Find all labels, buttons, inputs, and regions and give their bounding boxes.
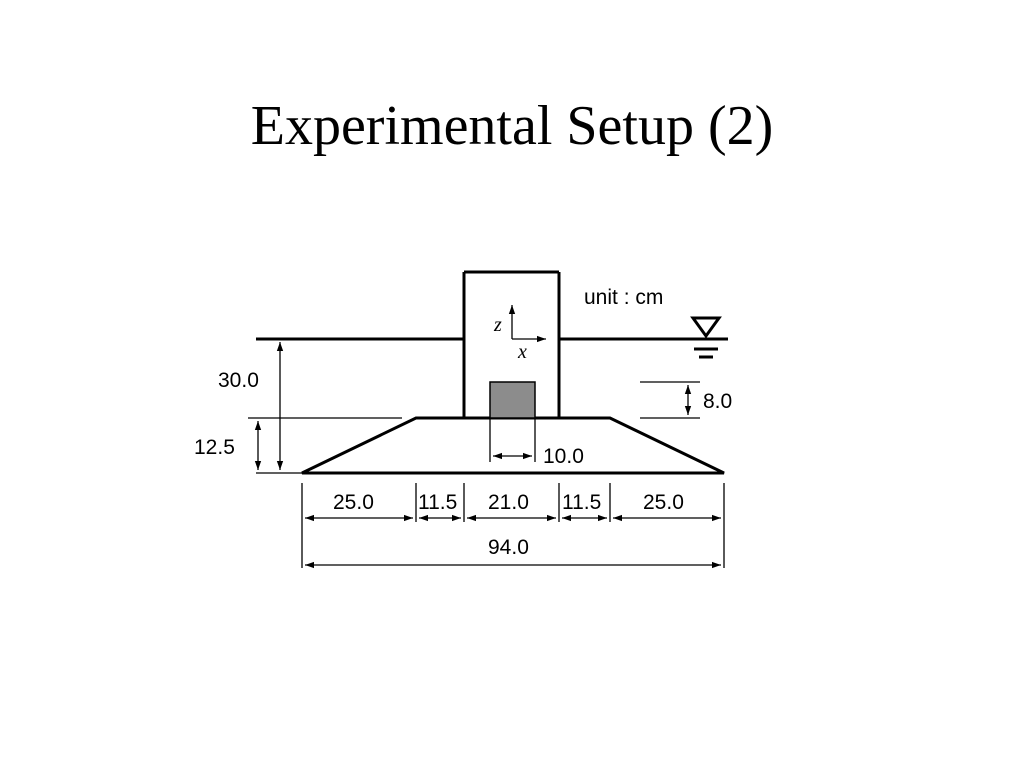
coordinate-axes: z x xyxy=(493,305,546,363)
trapezoid-base xyxy=(301,416,725,475)
svg-text:94.0: 94.0 xyxy=(488,536,529,559)
structure-frame xyxy=(462,270,561,418)
dim-right-foot: 25.0 xyxy=(643,491,684,514)
dim-segments: 25.0 11.5 21.0 11.5 25.0 xyxy=(305,491,721,522)
dim-object-width: 10.0 xyxy=(489,418,584,468)
svg-text:8.0: 8.0 xyxy=(703,390,732,413)
dim-total: 94.0 xyxy=(305,536,721,569)
dim-left-foot: 25.0 xyxy=(333,491,374,514)
svg-text:12.5: 12.5 xyxy=(194,436,235,459)
dim-bottom-extension-lines xyxy=(301,483,725,568)
dim-water-depth: 30.0 xyxy=(218,342,302,474)
dim-object-height: 8.0 xyxy=(640,381,732,419)
dim-base-height: 12.5 xyxy=(194,417,402,470)
axis-z-label: z xyxy=(493,314,502,336)
unit-label: unit : cm xyxy=(584,286,663,309)
axis-x-label: x xyxy=(517,341,527,363)
water-level-icon xyxy=(690,316,722,359)
page-title: Experimental Setup (2) xyxy=(250,95,774,157)
svg-text:10.0: 10.0 xyxy=(543,445,584,468)
dim-left-slope: 11.5 xyxy=(418,491,457,514)
dim-right-slope: 11.5 xyxy=(562,491,601,514)
svg-text:30.0: 30.0 xyxy=(218,369,259,392)
dim-crest: 21.0 xyxy=(488,491,529,514)
submerged-object xyxy=(489,381,536,419)
